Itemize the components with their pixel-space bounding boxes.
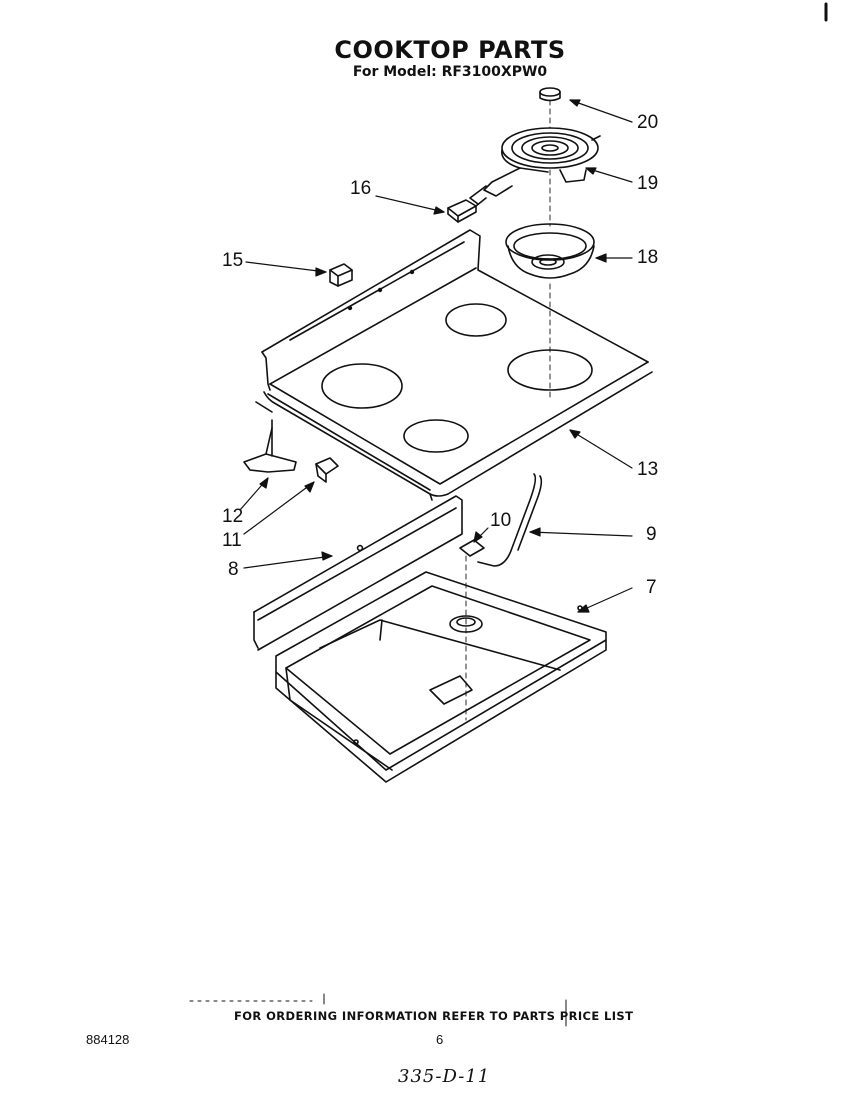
part-13-drawing xyxy=(255,229,653,501)
callout-7: 7 xyxy=(646,577,657,598)
part-7-drawing xyxy=(275,571,607,783)
ordering-info-note: FOR ORDERING INFORMATION REFER TO PARTS … xyxy=(234,1009,634,1023)
callout-13: 13 xyxy=(637,459,659,480)
part-15-drawing xyxy=(329,263,353,287)
page-number: 6 xyxy=(436,1032,444,1047)
callout-8: 8 xyxy=(228,559,239,580)
document-number: 884128 xyxy=(86,1032,130,1047)
callout-19: 19 xyxy=(637,173,659,194)
part-12-drawing xyxy=(243,427,297,473)
part-19-drawing xyxy=(469,127,601,205)
part-8-drawing xyxy=(253,495,463,651)
callout-16: 16 xyxy=(350,178,372,199)
callout-12: 12 xyxy=(222,506,244,527)
footer-marks xyxy=(189,993,567,1027)
leader-lines xyxy=(239,99,633,613)
page-title: COOKTOP PARTS xyxy=(334,36,566,64)
callout-11: 11 xyxy=(222,530,242,551)
model-subtitle: For Model: RF3100XPW0 xyxy=(352,64,548,80)
part-9-drawing xyxy=(477,473,543,567)
callout-15: 15 xyxy=(222,250,244,271)
handwritten-reference: 335-D-11 xyxy=(398,1066,491,1087)
part-18-drawing xyxy=(505,223,595,279)
part-20-drawing xyxy=(539,87,561,102)
callout-18: 18 xyxy=(637,247,659,268)
callout-9: 9 xyxy=(646,524,657,545)
callout-10: 10 xyxy=(490,510,512,531)
part-11-drawing xyxy=(315,457,339,483)
part-16-drawing xyxy=(447,197,487,223)
callout-20: 20 xyxy=(637,112,659,133)
part-10-drawing xyxy=(459,539,485,557)
axis-guides xyxy=(465,99,551,721)
